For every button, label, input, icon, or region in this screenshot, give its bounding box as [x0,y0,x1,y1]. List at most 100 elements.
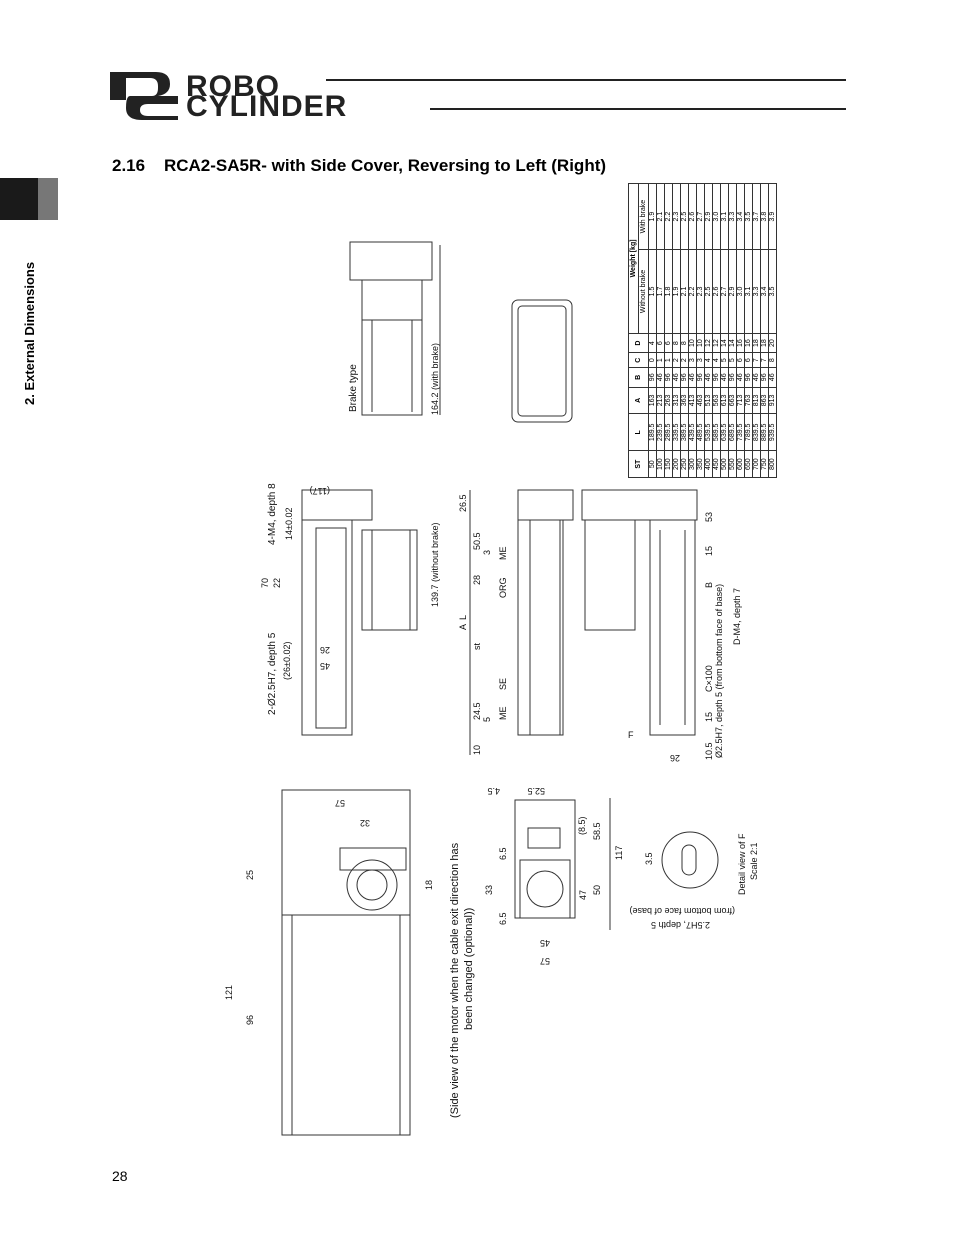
table-cell: 750 [760,450,769,478]
table-cell: 2.1 [680,249,689,334]
table-cell: 8 [672,333,681,353]
table-cell: 413 [688,387,697,414]
lbl-me-bottom: ME [498,707,508,721]
table-cell: 239.5 [656,413,665,451]
table-cell: 6 [744,352,753,368]
table-cell: 46 [704,367,713,388]
table-cell: 2.5 [680,183,689,250]
table-cell: 689.5 [728,413,737,451]
table-cell: 96 [728,367,737,388]
table-cell: 600 [736,450,745,478]
table-cell: 213 [656,387,665,414]
lbl-B: B [704,582,714,588]
table-cell: 2 [680,352,689,368]
table-cell: 739.5 [736,413,745,451]
dim-45: 45 [320,661,330,671]
dim-26: 26 [320,645,330,655]
brake-motor-cap [349,241,433,281]
detail-f-circle [661,831,719,889]
table-cell: 3.4 [736,183,745,250]
motor-side-view [517,489,574,521]
table-cell: 5 [720,352,729,368]
table-cell: 46 [656,367,665,388]
table-cell: 6 [664,333,673,353]
dim-26b: 26 [670,753,680,763]
table-cell: 650 [744,450,753,478]
table-cell: 8 [768,352,777,368]
rc-logo-icon [110,72,178,120]
table-cell: 363 [680,387,689,414]
table-cell: 46 [768,367,777,388]
table-cell: 5 [728,352,737,368]
table-cell: 789.5 [744,413,753,451]
col-weight: Weight [kg] [628,183,639,334]
table-cell: 400 [704,450,713,478]
detail-view-label: Detail view of F [737,833,747,895]
table-cell: 6 [656,333,665,353]
dim-33: 33 [484,885,494,895]
side-view-note-1: (Side view of the motor when the cable e… [449,842,461,1118]
table-cell: 46 [672,367,681,388]
dim-117: (117) [310,486,330,496]
table-cell: 46 [736,367,745,388]
table-cell: 16 [736,333,745,353]
table-cell: 2.6 [712,249,721,334]
table-cell: 1.5 [648,249,657,334]
lbl-st: st [472,643,482,651]
lbl-A: A [458,624,468,630]
table-cell: 6 [736,352,745,368]
table-cell: 389.5 [680,413,689,451]
table-cell: 10 [688,333,697,353]
dim-6-5a: 6.5 [498,847,508,860]
table-cell: 3.9 [768,183,777,250]
weight-table: ST L A B C D Weight [kg] Without brake W… [628,183,777,478]
logo-text-robo: ROBO [186,70,280,103]
table-cell: 2.9 [704,183,713,250]
table-cell: 7 [752,352,761,368]
tap-note: 4-M4, depth 8 [267,483,278,545]
pin-note: 2-Ø2.5H7, depth 5 [267,632,278,715]
dim-45b: 45 [540,938,550,948]
weight-table-wrap: ST L A B C D Weight [kg] Without brake W… [628,183,840,478]
table-cell: 96 [760,367,769,388]
motor-bottom-view [581,489,698,521]
table-cell: 8 [680,333,689,353]
table-cell: 2 [672,352,681,368]
table-cell: 10 [696,333,705,353]
table-cell: 0 [648,352,657,368]
table-cell: 3.1 [744,249,753,334]
table-cell: 863 [760,387,769,414]
table-cell: 1.8 [664,249,673,334]
table-cell: 2.7 [720,249,729,334]
table-cell: 96 [696,367,705,388]
col-a: A [628,387,649,414]
table-cell: 2.5 [704,249,713,334]
dim-5: 5 [482,717,492,722]
table-cell: 700 [752,450,761,478]
detail-pin-note-2: (from bottom face of base) [629,906,735,916]
lbl-me-top: ME [498,547,508,561]
table-cell: 96 [744,367,753,388]
brake-motor-body [361,279,423,416]
table-cell: 639.5 [720,413,729,451]
table-cell: 489.5 [696,413,705,451]
table-cell: 763 [744,387,753,414]
table-cell: 300 [688,450,697,478]
table-cell: 96 [648,367,657,388]
table-cell: 589.5 [712,413,721,451]
table-cell: 18 [760,333,769,353]
dim-50-5: 50.5 [472,532,482,550]
dim-18: 18 [424,880,434,890]
dim-117b: 117 [614,846,624,860]
col-b: B [628,367,649,388]
table-cell: 150 [664,450,673,478]
with-brake-dim: 164.2 (with brake) [430,343,440,415]
table-cell: 189.5 [648,413,657,451]
dim-52-5: 52.5 [527,786,545,796]
